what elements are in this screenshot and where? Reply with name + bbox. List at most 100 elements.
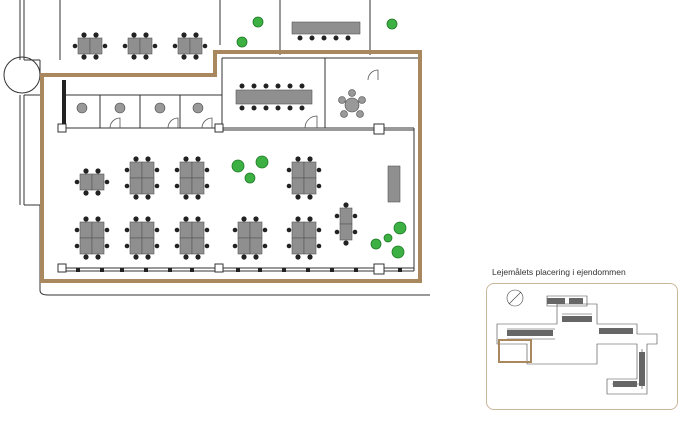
office-desk-icon <box>303 237 317 255</box>
office-desk-icon <box>303 221 317 239</box>
office-chair-icon <box>295 194 301 200</box>
office-chair-icon <box>122 43 128 49</box>
office-chair-icon <box>81 32 87 38</box>
plant-icon <box>231 16 407 259</box>
office-desk-icon <box>179 177 193 195</box>
office-chair-icon <box>202 43 208 49</box>
office-chair-icon <box>95 168 101 174</box>
office-chair-icon <box>74 243 80 249</box>
office-chair-icon <box>183 254 189 260</box>
office-chair-icon <box>195 254 201 260</box>
office-chair-icon <box>143 32 149 38</box>
office-chair-icon <box>316 183 322 189</box>
office-chair-icon <box>124 167 130 173</box>
desks <box>72 32 401 260</box>
office-desk-icon <box>141 221 155 239</box>
office-chair-icon <box>102 43 108 49</box>
window-mullions <box>62 80 402 272</box>
office-chair-icon <box>334 213 340 219</box>
office-chair-icon <box>195 194 201 200</box>
office-chair-icon <box>286 243 292 249</box>
office-desk-icon <box>129 161 143 179</box>
office-chair-icon <box>74 179 80 185</box>
office-chair-icon <box>95 190 101 196</box>
office-chair-icon <box>154 243 160 249</box>
office-chair-icon <box>232 227 238 233</box>
office-desk-icon <box>237 221 251 239</box>
office-chair-icon <box>83 190 89 196</box>
top-table <box>291 21 361 41</box>
office-chair-icon <box>174 167 180 173</box>
round-table-icon <box>338 89 366 118</box>
office-chair-icon <box>262 243 268 249</box>
office-chair-icon <box>352 229 358 235</box>
office-chair-icon <box>131 32 137 38</box>
office-chair-icon <box>133 156 139 162</box>
office-chair-icon <box>286 227 292 233</box>
office-chair-icon <box>93 32 99 38</box>
office-chair-icon <box>74 227 80 233</box>
office-chair-icon <box>152 43 158 49</box>
office-desk-icon <box>291 177 305 195</box>
office-chair-icon <box>204 227 210 233</box>
office-chair-icon <box>295 216 301 222</box>
office-chair-icon <box>253 254 259 260</box>
office-chair-icon <box>154 227 160 233</box>
office-desk-icon <box>79 237 93 255</box>
cabinet <box>387 165 401 203</box>
office-desk-icon <box>303 177 317 195</box>
office-desk-icon <box>129 177 143 195</box>
office-chair-icon <box>174 183 180 189</box>
office-chair-icon <box>286 183 292 189</box>
office-desk-icon <box>179 161 193 179</box>
office-chair-icon <box>262 227 268 233</box>
office-chair-icon <box>181 32 187 38</box>
office-chair-icon <box>83 254 89 260</box>
office-chair-icon <box>145 216 151 222</box>
office-desk-icon <box>139 37 153 55</box>
office-desk-icon <box>191 161 205 179</box>
office-chair-icon <box>183 216 189 222</box>
office-desk-icon <box>129 237 143 255</box>
office-chair-icon <box>307 254 313 260</box>
office-chair-icon <box>253 216 259 222</box>
lease-highlight-outline <box>40 50 422 283</box>
office-chair-icon <box>316 227 322 233</box>
office-desk-icon <box>179 237 193 255</box>
office-desk-icon <box>77 37 91 55</box>
inset-title: Lejemålets placering i ejendommen <box>492 267 626 277</box>
office-desk-icon <box>79 221 93 239</box>
office-chair-icon <box>195 156 201 162</box>
office-desk-icon <box>91 221 105 239</box>
walls <box>3 0 430 296</box>
office-chair-icon <box>131 54 137 60</box>
office-chair-icon <box>181 54 187 60</box>
office-chair-icon <box>154 183 160 189</box>
office-chair-icon <box>145 254 151 260</box>
office-desk-icon <box>249 237 263 255</box>
office-chair-icon <box>307 156 313 162</box>
office-chair-icon <box>193 54 199 60</box>
office-desk-icon <box>91 173 105 191</box>
office-chair-icon <box>93 54 99 60</box>
office-desk-icon <box>291 221 305 239</box>
office-chair-icon <box>124 243 130 249</box>
office-chair-icon <box>295 156 301 162</box>
office-chair-icon <box>204 167 210 173</box>
meeting-table <box>235 83 313 111</box>
office-chair-icon <box>81 54 87 60</box>
office-chair-icon <box>72 43 78 49</box>
structural-columns <box>57 123 385 275</box>
office-chair-icon <box>334 229 340 235</box>
office-desk-icon <box>249 221 263 239</box>
office-chair-icon <box>133 216 139 222</box>
office-chair-icon <box>241 216 247 222</box>
office-chair-icon <box>241 254 247 260</box>
office-desk-icon <box>291 237 305 255</box>
office-desk-icon <box>189 37 203 55</box>
office-chair-icon <box>124 183 130 189</box>
office-round-tables <box>76 102 204 114</box>
office-chair-icon <box>286 167 292 173</box>
office-desk-icon <box>191 237 205 255</box>
